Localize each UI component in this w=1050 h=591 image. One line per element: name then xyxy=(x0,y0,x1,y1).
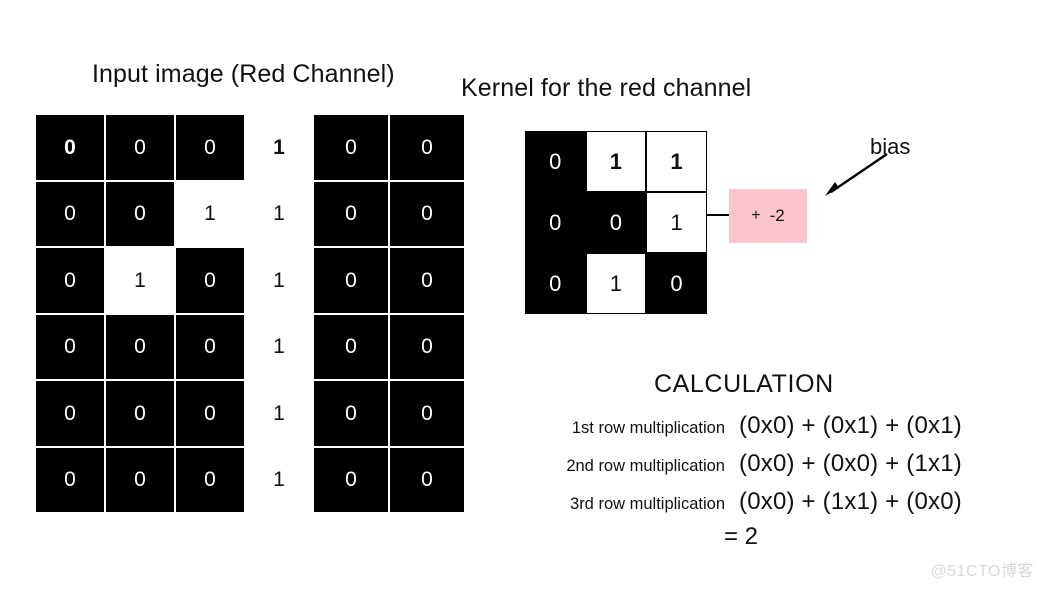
input-right-cell-r6c2: 0 xyxy=(389,446,465,513)
input-left-cell-r6c1: 0 xyxy=(35,446,105,513)
input-right-cell-r5c1: 0 xyxy=(313,380,389,447)
bias-value: -2 xyxy=(769,206,785,225)
input-left-cell-r2c2: 0 xyxy=(105,180,175,247)
input-left-cell-r1c1: 0 xyxy=(35,114,105,181)
input-gap-value-r2: 1 xyxy=(273,202,285,226)
kernel-cell-r3c2: 1 xyxy=(585,253,647,314)
input-left-cell-r6c3: 0 xyxy=(175,446,245,513)
kernel-cell-r2c1: 0 xyxy=(525,192,586,253)
input-gap-value-r6: 1 xyxy=(273,468,285,492)
input-left-cell-r5c2: 0 xyxy=(105,380,175,447)
calculation-title: CALCULATION xyxy=(654,370,834,398)
bias-connector-line xyxy=(707,214,731,216)
calculation-row-expression-3: (0x0) + (1x1) + (0x0) xyxy=(739,488,962,515)
input-left-cell-r4c3: 0 xyxy=(175,313,245,380)
input-image-title: Input image (Red Channel) xyxy=(92,60,395,88)
kernel-cell-r2c2: 0 xyxy=(585,192,647,253)
input-image-gap-column: 1 1 1 1 1 1 xyxy=(245,114,313,513)
input-right-cell-r5c2: 0 xyxy=(389,380,465,447)
calculation-rows: 1st row multiplication (0x0) + (0x1) + (0… xyxy=(520,412,990,526)
input-right-cell-r6c1: 0 xyxy=(313,446,389,513)
input-right-cell-r3c2: 0 xyxy=(389,247,465,314)
arrow-down-left-icon xyxy=(825,153,888,196)
input-left-cell-r3c3: 0 xyxy=(175,247,245,314)
input-right-cell-r2c2: 0 xyxy=(389,180,465,247)
input-left-cell-r4c2: 0 xyxy=(105,313,175,380)
calculation-row-expression-2: (0x0) + (0x0) + (1x1) xyxy=(739,450,962,477)
input-gap-value-r4: 1 xyxy=(273,335,285,359)
input-left-cell-r6c2: 0 xyxy=(105,446,175,513)
watermark: @51CTO博客 xyxy=(930,563,1034,580)
bias-box: + -2 xyxy=(729,189,807,243)
kernel-cell-r3c3: 0 xyxy=(646,253,707,314)
kernel-cell-r2c3: 1 xyxy=(646,192,707,253)
calculation-row-label-3: 3rd row multiplication xyxy=(570,495,725,513)
input-left-cell-r1c2: 0 xyxy=(105,114,175,181)
kernel-title: Kernel for the red channel xyxy=(461,74,752,102)
input-right-cell-r1c2: 0 xyxy=(389,114,465,181)
calculation-row-label-1: 1st row multiplication xyxy=(571,419,725,437)
input-right-cell-r4c2: 0 xyxy=(389,313,465,380)
kernel-cell-r1c2: 1 xyxy=(585,131,647,192)
calculation-row-1: 1st row multiplication (0x0) + (0x1) + (0… xyxy=(520,412,990,450)
input-right-cell-r4c1: 0 xyxy=(313,313,389,380)
input-left-cell-r2c3: 1 xyxy=(175,180,245,247)
bias-label: bias xyxy=(870,134,911,159)
input-left-cell-r5c3: 0 xyxy=(175,380,245,447)
input-left-cell-r3c2: 1 xyxy=(105,247,175,314)
calculation-row-expression-1: (0x0) + (0x1) + (0x1) xyxy=(739,412,962,439)
input-right-cell-r1c1: 0 xyxy=(313,114,389,181)
bias-plus-sign: + xyxy=(751,207,761,224)
input-gap-value-r5: 1 xyxy=(273,401,285,425)
kernel-cell-r3c1: 0 xyxy=(525,253,586,314)
input-right-cell-r2c1: 0 xyxy=(313,180,389,247)
input-left-cell-r5c1: 0 xyxy=(35,380,105,447)
input-gap-value-r3: 1 xyxy=(273,268,285,292)
kernel-cell-r1c1: 0 xyxy=(525,131,586,192)
calculation-row-2: 2nd row multiplication (0x0) + (0x0) + (1… xyxy=(520,450,990,488)
input-left-cell-r2c1: 0 xyxy=(35,180,105,247)
input-left-cell-r1c3: 0 xyxy=(175,114,245,181)
input-left-cell-r3c1: 0 xyxy=(35,247,105,314)
input-left-cell-r4c1: 0 xyxy=(35,313,105,380)
calculation-row-3: 3rd row multiplication (0x0) + (1x1) + (0… xyxy=(520,488,990,526)
calculation-row-label-2: 2nd row multiplication xyxy=(566,457,725,475)
input-gap-value-r1: 1 xyxy=(273,135,285,159)
input-right-cell-r3c1: 0 xyxy=(313,247,389,314)
kernel-cell-r1c3: 1 xyxy=(646,131,707,192)
calculation-result: = 2 xyxy=(724,523,759,550)
